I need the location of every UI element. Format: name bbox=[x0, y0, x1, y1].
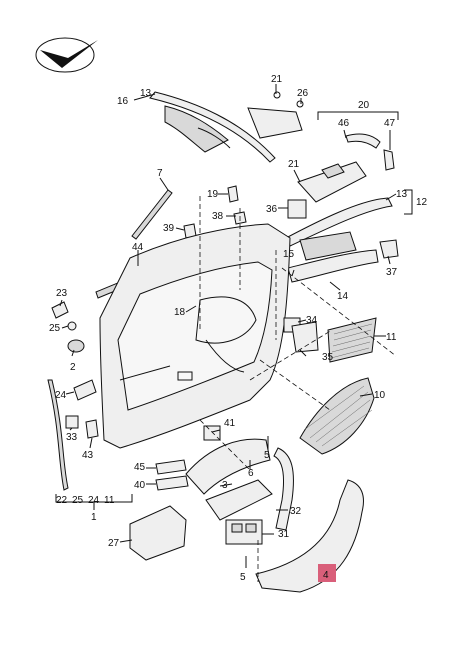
callout-25b: 25 bbox=[72, 495, 84, 506]
callout-2: 2 bbox=[70, 362, 76, 373]
callout-38: 38 bbox=[212, 211, 224, 222]
callout-19: 19 bbox=[207, 189, 219, 200]
callout-10: 10 bbox=[374, 390, 386, 401]
callout-15: 15 bbox=[283, 249, 295, 260]
callout-33: 33 bbox=[66, 432, 78, 443]
callout-47: 47 bbox=[384, 118, 396, 129]
callout-11b: 11 bbox=[104, 495, 115, 506]
part-10-speaker-grille bbox=[299, 377, 375, 455]
part-4-door-pocket bbox=[255, 479, 364, 593]
callout-21: 21 bbox=[271, 74, 283, 85]
callout-18: 18 bbox=[174, 307, 186, 318]
part-handle-group bbox=[297, 133, 395, 203]
callout-45: 45 bbox=[134, 462, 146, 473]
part-7-seal-strip bbox=[131, 189, 173, 240]
part-24-33-43 bbox=[65, 379, 99, 439]
callout-34: 34 bbox=[306, 315, 318, 326]
part-bracket-upper bbox=[247, 91, 304, 139]
callout-13: 13 bbox=[140, 88, 152, 99]
part-switch-34-35 bbox=[283, 317, 319, 353]
part-22-seal bbox=[47, 379, 69, 491]
callout-5b: 5 bbox=[240, 572, 246, 583]
callout-26: 26 bbox=[297, 88, 309, 99]
callout-41: 41 bbox=[224, 418, 236, 429]
callout-5: 5 bbox=[264, 450, 270, 461]
callout-12: 12 bbox=[416, 197, 428, 208]
callout-43: 43 bbox=[82, 450, 94, 461]
part-27-control-module bbox=[129, 505, 187, 561]
highlight-box bbox=[318, 564, 336, 582]
callout-1: 1 bbox=[91, 512, 97, 523]
callout-44: 44 bbox=[132, 242, 144, 253]
part-armrest-base bbox=[155, 425, 273, 521]
callout-11: 11 bbox=[386, 332, 397, 343]
bracket-lines bbox=[55, 111, 413, 510]
callout-35: 35 bbox=[322, 352, 334, 363]
callout-25: 25 bbox=[49, 323, 61, 334]
callout-20: 20 bbox=[358, 100, 370, 111]
part-left-small bbox=[51, 301, 85, 353]
callout-39: 39 bbox=[163, 223, 175, 234]
part-13-upper-trim bbox=[285, 197, 399, 283]
part-main-door-panel bbox=[99, 223, 291, 449]
callout-7: 7 bbox=[157, 168, 163, 179]
callout-27: 27 bbox=[108, 538, 120, 549]
callout-46: 46 bbox=[338, 118, 350, 129]
leader-lines bbox=[59, 84, 397, 568]
part-31-switch-block bbox=[225, 519, 263, 545]
part-32-trim bbox=[273, 447, 294, 531]
callout-23: 23 bbox=[56, 288, 68, 299]
callout-21b: 21 bbox=[288, 159, 300, 170]
callout-36: 36 bbox=[266, 204, 278, 215]
callout-labels: 16 13 21 26 20 46 47 7 21 19 13 12 38 36… bbox=[49, 74, 428, 583]
callout-24b: 24 bbox=[88, 495, 100, 506]
callout-31: 31 bbox=[278, 529, 290, 540]
callout-37: 37 bbox=[386, 267, 398, 278]
callout-13b: 13 bbox=[396, 189, 408, 200]
part-11-speaker-grille bbox=[327, 317, 377, 363]
part-16-trim-strip bbox=[149, 91, 276, 163]
callout-32: 32 bbox=[290, 506, 302, 517]
checkmark-logo-icon bbox=[35, 37, 98, 73]
callout-16: 16 bbox=[117, 96, 129, 107]
callout-40: 40 bbox=[134, 480, 146, 491]
callout-24: 24 bbox=[55, 390, 67, 401]
callout-22: 22 bbox=[56, 495, 68, 506]
dashed-assembly-lines bbox=[199, 196, 397, 582]
callout-3: 3 bbox=[222, 480, 228, 491]
callout-14: 14 bbox=[337, 291, 349, 302]
callout-6: 6 bbox=[248, 468, 254, 479]
callout-4: 4 bbox=[323, 570, 329, 581]
